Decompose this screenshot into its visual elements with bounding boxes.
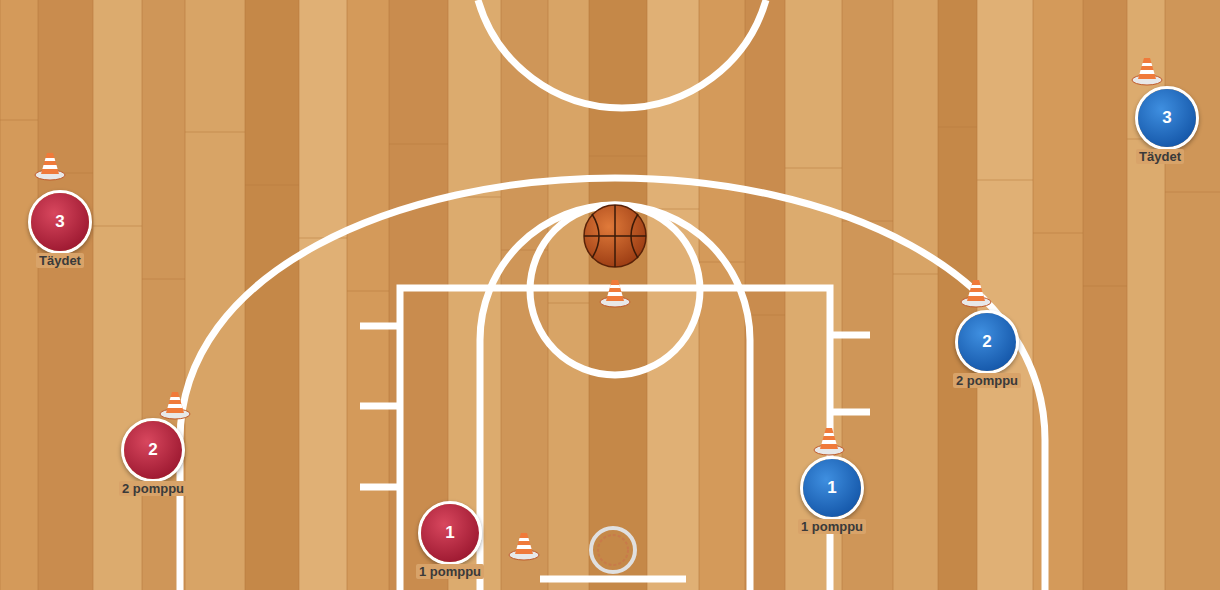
player-circle: 1	[418, 501, 482, 565]
player-task: 2 pomppu	[119, 481, 187, 496]
player-marker: 3Täydet	[28, 190, 92, 254]
player-marker: 11 pomppu	[418, 501, 482, 565]
player-task: Täydet	[1136, 149, 1184, 164]
cones	[35, 58, 1162, 560]
player-marker: 22 pomppu	[121, 418, 185, 482]
player-number: 2	[982, 332, 991, 352]
player-marker: 11 pomppu	[800, 456, 864, 520]
player-circle: 2	[955, 310, 1019, 374]
player-task: Täydet	[36, 253, 84, 268]
player-number: 2	[148, 440, 157, 460]
basketball	[584, 205, 646, 267]
player-number: 1	[827, 478, 836, 498]
player-circle: 2	[121, 418, 185, 482]
player-circle: 1	[800, 456, 864, 520]
player-circle: 3	[1135, 86, 1199, 150]
player-marker: 22 pomppu	[955, 310, 1019, 374]
player-task: 1 pomppu	[416, 564, 484, 579]
player-circle: 3	[28, 190, 92, 254]
player-number: 1	[445, 523, 454, 543]
player-task: 2 pomppu	[953, 373, 1021, 388]
player-task: 1 pomppu	[798, 519, 866, 534]
player-marker: 3Täydet	[1135, 86, 1199, 150]
player-number: 3	[55, 212, 64, 232]
player-number: 3	[1162, 108, 1171, 128]
